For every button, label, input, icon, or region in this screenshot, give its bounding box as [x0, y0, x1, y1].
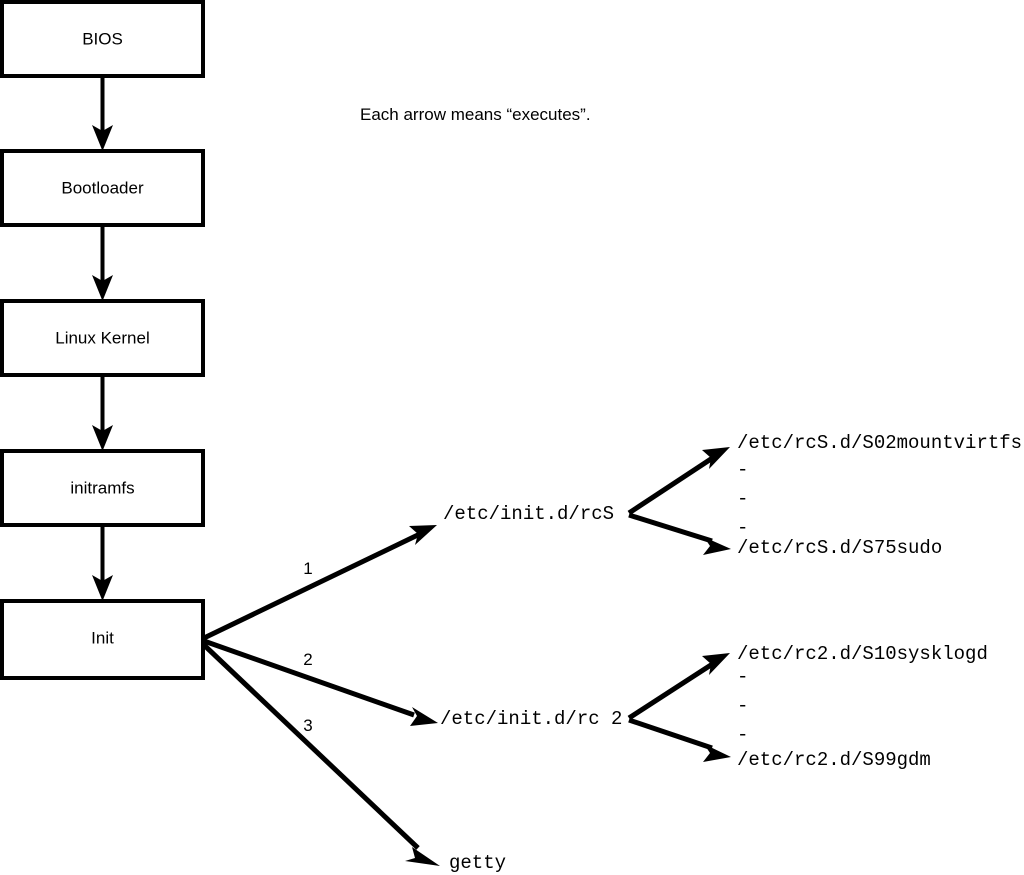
label-rc2-first-script: /etc/rc2.d/S10sysklogd: [737, 643, 988, 665]
arrow-head-icon: [703, 537, 731, 555]
arrow-head-icon: [92, 425, 113, 451]
bios-box-rect: [0, 0, 205, 78]
label-rcs-first-script: /etc/rcS.d/S02mountvirtfs: [737, 432, 1022, 454]
arrow-bootloader-to-kernel: [92, 225, 113, 301]
stage-box-bios[interactable]: BIOS: [0, 0, 205, 78]
arrow-init-branch-3: [202, 643, 440, 866]
arrow-rcs-to-first-script: [627, 447, 730, 516]
label-rcs-last-script: /etc/rcS.d/S75sudo: [737, 537, 942, 559]
arrow-bios-to-bootloader: [92, 76, 113, 151]
arrow-head-icon: [410, 707, 438, 726]
branch-number-1: 1: [303, 559, 312, 578]
stage-box-initramfs[interactable]: initramfs: [0, 449, 205, 527]
arrow-head-icon: [703, 744, 731, 762]
branch-number-3: 3: [303, 716, 312, 735]
arrow-head-icon: [92, 125, 113, 151]
bios-box-label: BIOS: [82, 29, 123, 48]
bootloader-box-label: Bootloader: [61, 178, 144, 197]
arrow-init-branch-2: [203, 638, 438, 726]
arrow-head-icon: [92, 575, 113, 601]
stage-box-init[interactable]: Init: [0, 599, 205, 680]
linux-kernel-box-label: Linux Kernel: [55, 328, 150, 347]
rcs-ellipsis-dash-1: -: [737, 459, 748, 481]
label-getty: getty: [449, 852, 506, 874]
stage-box-bootloader[interactable]: Bootloader: [0, 149, 205, 227]
arrow-head-icon: [702, 653, 730, 675]
label-init-d-rcs: /etc/init.d/rcS: [443, 503, 614, 525]
rc2-ellipsis-dash-2: -: [737, 695, 748, 717]
arrow-rc2-to-last-script: [628, 717, 731, 762]
stage-box-linux-kernel[interactable]: Linux Kernel: [0, 299, 205, 377]
arrow-rcs-to-last-script: [628, 512, 731, 555]
arrow-initramfs-to-init: [92, 525, 113, 601]
init-box-label: Init: [91, 628, 114, 647]
label-init-d-rc2: /etc/init.d/rc 2: [440, 708, 622, 730]
arrow-head-icon: [409, 525, 437, 545]
arrow-init-branch-1: [202, 525, 437, 641]
diagram-caption: Each arrow means “executes”.: [360, 105, 591, 124]
label-rc2-last-script: /etc/rc2.d/S99gdm: [737, 749, 931, 771]
initramfs-box-rect: [0, 449, 205, 527]
arrow-head-icon: [702, 447, 730, 469]
rc2-ellipsis-dash-3: -: [737, 724, 748, 746]
branch-number-2: 2: [303, 650, 312, 669]
arrow-head-icon: [92, 275, 113, 301]
rc2-ellipsis-dash-1: -: [737, 666, 748, 688]
initramfs-box-label: initramfs: [70, 478, 134, 497]
arrow-rc2-to-first-script: [627, 653, 730, 721]
arrow-head-icon: [405, 847, 440, 866]
rcs-ellipsis-dash-3: -: [737, 517, 748, 539]
arrow-kernel-to-initramfs: [92, 375, 113, 451]
rcs-ellipsis-dash-2: -: [737, 488, 748, 510]
